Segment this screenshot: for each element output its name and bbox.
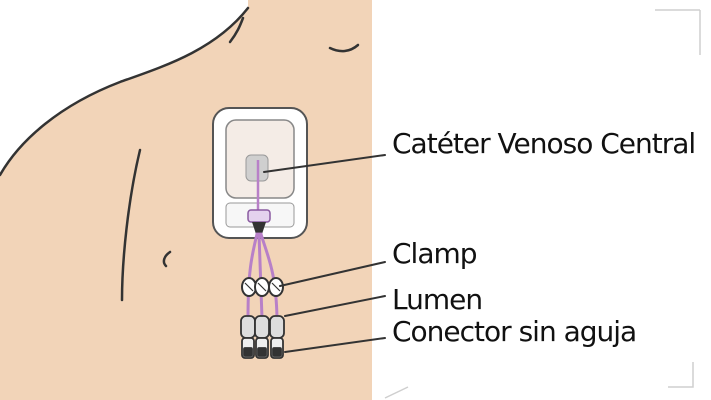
lumen-label: Lumen [392, 286, 482, 314]
connector-left [241, 316, 255, 358]
skin-torso [0, 0, 372, 400]
hub [248, 210, 270, 222]
connector-label: Conector sin aguja [392, 318, 636, 346]
catheter-label: Catéter Venoso Central [392, 130, 695, 158]
connector-right [270, 316, 284, 358]
clamp-label: Clamp [392, 240, 477, 268]
connector-middle [255, 316, 269, 358]
connectors [241, 316, 284, 358]
